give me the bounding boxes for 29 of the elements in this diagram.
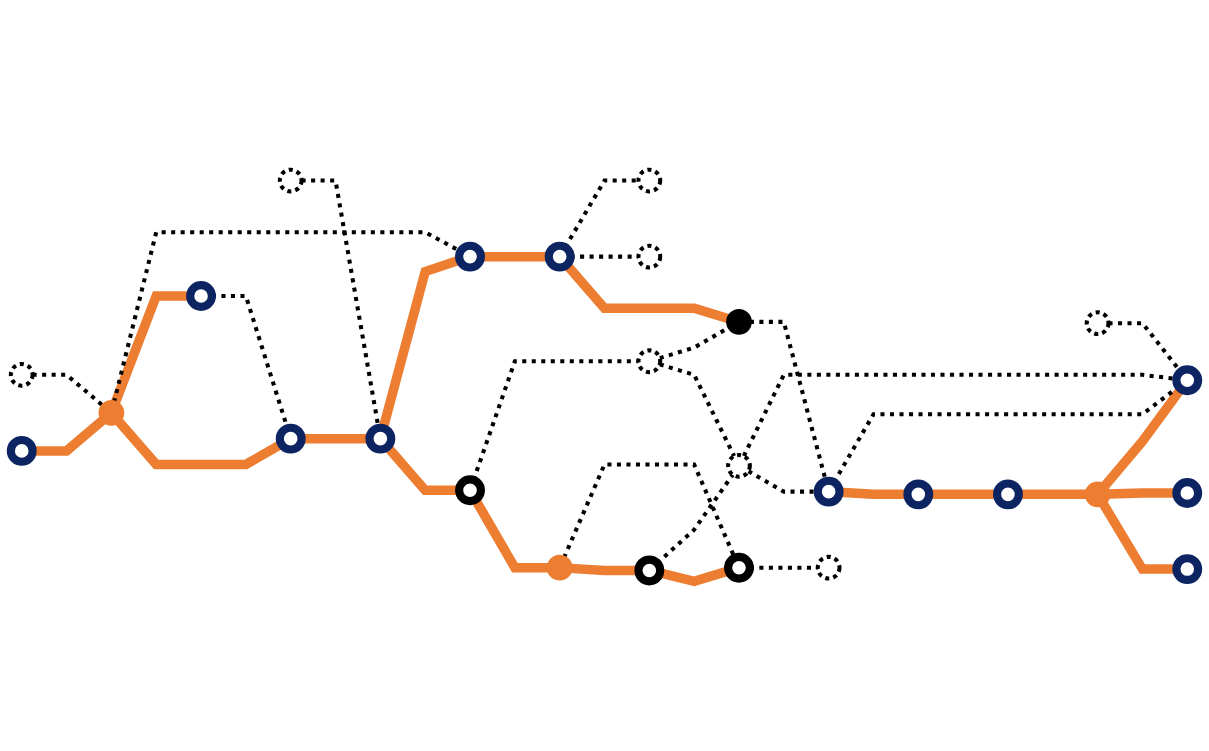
node-circle [726, 308, 752, 335]
node-circle [636, 167, 663, 194]
connector [1101, 386, 1185, 490]
node-circle [724, 552, 754, 583]
node-circle [636, 243, 663, 270]
node-circle [903, 479, 934, 510]
node-circle [544, 241, 575, 272]
node-circle [993, 479, 1023, 510]
node-circle [726, 452, 752, 479]
node-circle [1084, 481, 1111, 508]
node-circle [455, 241, 485, 272]
node-circle [275, 423, 306, 454]
node-circle [813, 476, 844, 507]
node-circle [546, 554, 573, 581]
node-circle [8, 361, 35, 388]
node-circle [6, 435, 37, 466]
node-circle [1172, 365, 1203, 396]
node-circle [815, 554, 842, 581]
node-circle [636, 348, 663, 375]
node-circle [1172, 554, 1203, 584]
node-circle [634, 555, 665, 586]
node-circle [186, 281, 216, 311]
node-circle [365, 423, 396, 454]
node-circle [455, 475, 485, 506]
node-circle [98, 399, 125, 426]
node-circle [1084, 310, 1111, 337]
connector [562, 462, 737, 559]
node-circle [1172, 478, 1203, 508]
node-circle [277, 167, 304, 194]
